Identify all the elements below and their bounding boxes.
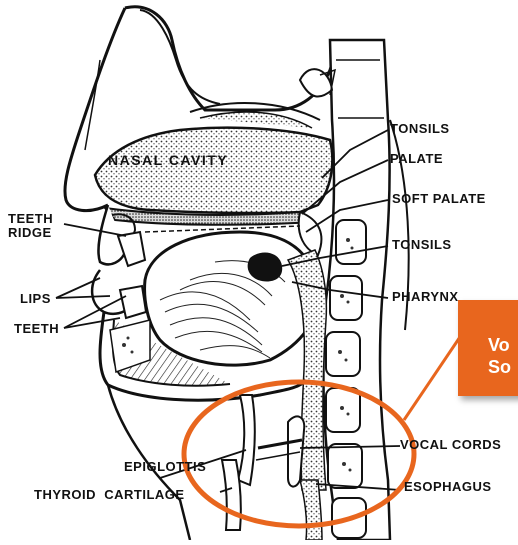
callout-box: Vo So [458, 300, 518, 396]
label-nasal-cavity: NASAL CAVITY [108, 153, 228, 167]
label-esophagus: ESOPHAGUS [404, 480, 492, 494]
label-soft-palate: SOFT PALATE [392, 192, 486, 206]
label-tonsils-top: TONSILS [390, 122, 450, 136]
esophagus-shape [300, 480, 322, 540]
label-epiglottis: EPIGLOTTIS [124, 460, 206, 474]
epiglottis-shape [238, 395, 255, 485]
label-teeth-ridge-line2: RIDGE [8, 226, 52, 240]
label-vocal-cords: VOCAL CORDS [400, 438, 501, 452]
label-teeth-ridge-line1: TEETH [8, 212, 53, 226]
thyroid-cartilage-shape [222, 460, 241, 530]
callout-line2: So [458, 356, 518, 378]
label-palate: PALATE [390, 152, 443, 166]
label-teeth: TEETH [14, 322, 59, 336]
upper-teeth [118, 232, 145, 266]
soft-palate [299, 212, 322, 255]
label-pharynx: PHARYNX [392, 290, 459, 304]
callout-line1: Vo [458, 334, 518, 356]
label-thyroid-cartilage: THYROID CARTILAGE [34, 488, 185, 502]
lower-teeth [120, 286, 146, 318]
nasal-cavity-region [95, 128, 332, 213]
label-lips: LIPS [20, 292, 51, 306]
label-tonsils-mid: TONSILS [392, 238, 452, 252]
callout-connector [404, 334, 462, 420]
